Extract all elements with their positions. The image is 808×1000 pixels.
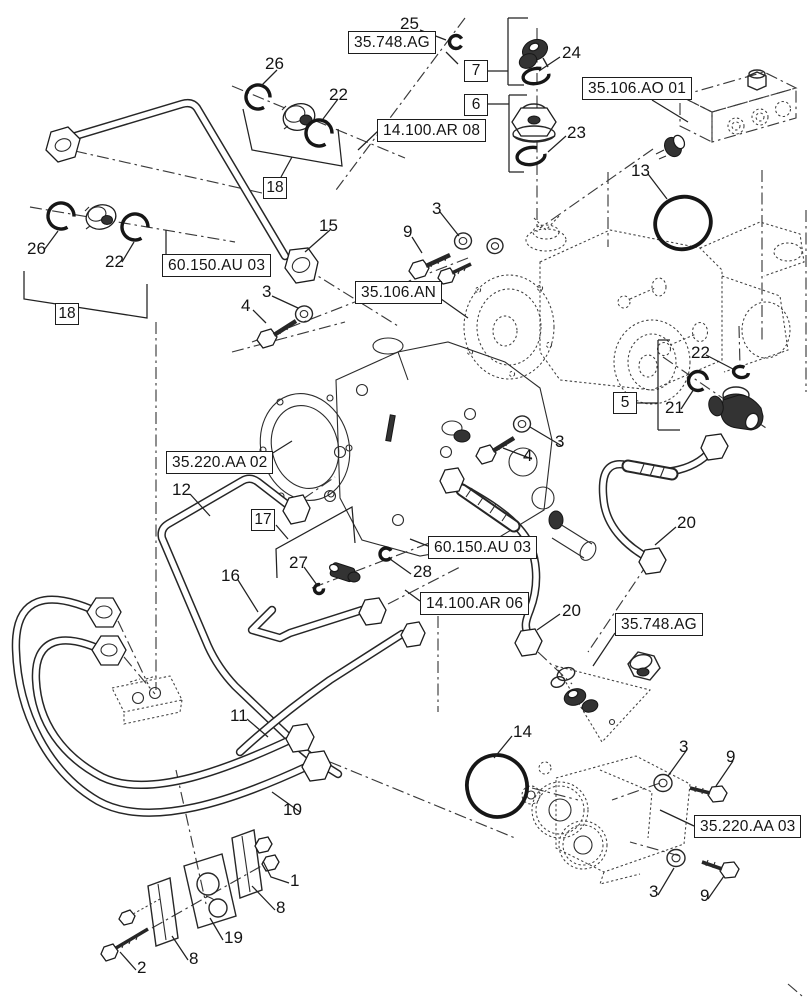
pipe-10 xyxy=(11,595,313,817)
callout-2: 2 xyxy=(137,958,147,977)
callout-8-right: 8 xyxy=(276,898,286,917)
group-box-6: 6 xyxy=(464,94,488,116)
callout-4-left: 4 xyxy=(241,296,251,315)
callout-3-left: 3 xyxy=(262,282,272,301)
pipe-11 xyxy=(31,636,297,789)
callout-26-top: 26 xyxy=(265,54,284,73)
callout-3-mid: 3 xyxy=(555,432,565,451)
callout-14: 14 xyxy=(513,722,532,741)
pipe-nuts xyxy=(45,126,729,782)
group-box-18-top: 18 xyxy=(263,177,287,199)
coupler-left xyxy=(84,204,117,230)
bolt-9-right-lower xyxy=(701,859,740,879)
callout-11: 11 xyxy=(230,706,248,725)
callout-23: 23 xyxy=(567,123,586,142)
clamp-assembly xyxy=(147,829,280,947)
callout-9-right-upper: 9 xyxy=(726,747,736,766)
group-box-7: 7 xyxy=(464,60,488,82)
bolt-4-mid xyxy=(475,436,516,465)
bolts-2 xyxy=(100,898,161,962)
callout-21: 21 xyxy=(665,398,684,417)
ref-box-60-150-au-03-left[interactable]: 60.150.AU 03 xyxy=(162,254,272,277)
bolt-4-left xyxy=(256,319,298,349)
callout-13: 13 xyxy=(631,161,650,180)
callout-16: 16 xyxy=(221,566,240,585)
plug-6 xyxy=(511,103,557,143)
callout-22-left: 22 xyxy=(105,252,124,271)
group-box-18-left: 18 xyxy=(55,303,79,325)
callout-28: 28 xyxy=(413,562,432,581)
callout-9-right-lower: 9 xyxy=(700,886,710,905)
ref-box-35-748-ag-top[interactable]: 35.748.AG xyxy=(348,31,436,54)
bolt-9-right-upper xyxy=(689,785,728,803)
o-rings xyxy=(46,33,751,819)
callout-3-top: 3 xyxy=(432,199,442,218)
phantom-lines xyxy=(29,17,807,997)
callout-3-right-upper: 3 xyxy=(679,737,689,756)
callout-15: 15 xyxy=(319,216,338,235)
pump-35220aa02 xyxy=(259,337,597,561)
ref-box-14-100-ar-08[interactable]: 14.100.AR 08 xyxy=(377,119,487,142)
pipe-12 xyxy=(157,474,343,779)
pipe-15 xyxy=(57,98,290,261)
pipe-16-lower xyxy=(235,629,407,757)
callout-19: 19 xyxy=(224,928,243,947)
fitting-27 xyxy=(328,562,361,583)
callout-8-left: 8 xyxy=(189,949,199,968)
callout-4-mid: 4 xyxy=(523,446,533,465)
hose-20-right xyxy=(598,441,719,563)
leader-lines xyxy=(23,17,734,971)
ref-box-35-220-aa-02[interactable]: 35.220.AA 02 xyxy=(166,451,274,474)
ref-box-35-748-ag-lower[interactable]: 35.748.AG xyxy=(615,613,703,636)
callout-1: 1 xyxy=(290,871,300,890)
junction-block xyxy=(111,675,183,725)
manifold-block xyxy=(655,69,798,160)
bolt-second-top xyxy=(437,262,472,285)
callout-20-center: 20 xyxy=(562,601,581,620)
callout-26-left: 26 xyxy=(27,239,46,258)
fitting-bracket xyxy=(550,651,661,743)
ref-box-35-220-aa-03[interactable]: 35.220.AA 03 xyxy=(694,815,802,838)
elbow-fitting-21 xyxy=(708,386,764,431)
pipe-16 xyxy=(247,605,367,643)
callout-22-top: 22 xyxy=(329,85,348,104)
hose-20-center xyxy=(447,477,541,639)
callout-20-right: 20 xyxy=(677,513,696,532)
washers-3 xyxy=(294,232,686,868)
callout-25: 25 xyxy=(400,14,419,33)
callout-24: 24 xyxy=(562,43,581,62)
coupler-top xyxy=(281,103,316,131)
fitting-7 xyxy=(518,38,549,69)
callout-3-right-lower: 3 xyxy=(649,882,659,901)
ref-box-60-150-au-03-center[interactable]: 60.150.AU 03 xyxy=(428,536,538,559)
group-box-17: 17 xyxy=(251,509,275,531)
callout-10: 10 xyxy=(283,800,302,819)
callout-9-top: 9 xyxy=(403,222,413,241)
group-box-5: 5 xyxy=(613,392,637,414)
ref-box-14-100-ar-06[interactable]: 14.100.AR 06 xyxy=(420,592,530,615)
ref-box-35-106-ao-01[interactable]: 35.106.AO 01 xyxy=(582,77,693,100)
callout-12: 12 xyxy=(172,480,191,499)
callout-27: 27 xyxy=(289,553,308,572)
callout-22-right: 22 xyxy=(691,343,710,362)
ref-box-35-106-an[interactable]: 35.106.AN xyxy=(355,281,443,304)
pump-35106an xyxy=(463,214,805,405)
bolt-9-top xyxy=(408,253,451,280)
